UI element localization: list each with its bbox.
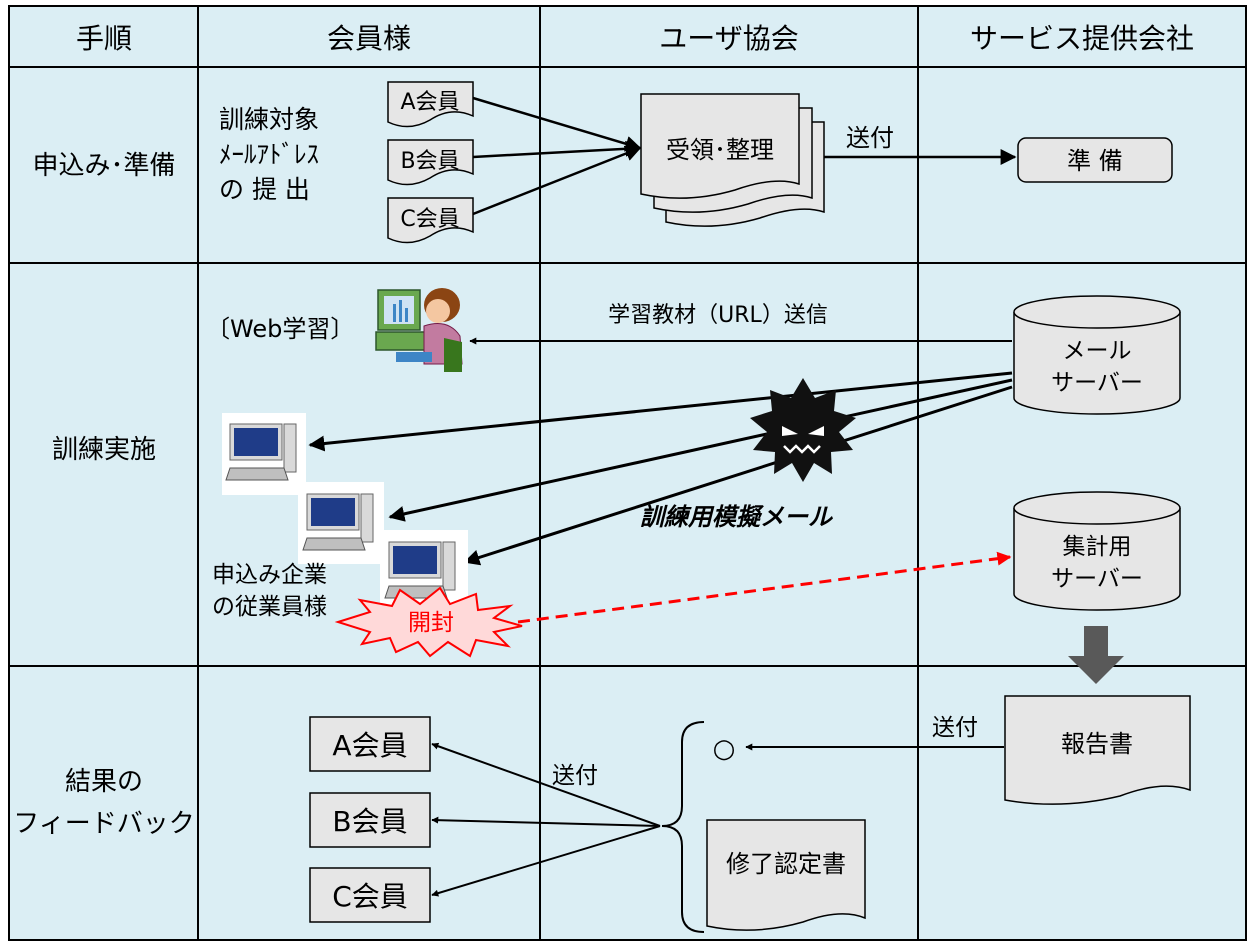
header-provider: サービス提供会社 (970, 22, 1194, 55)
mail-server-label-1: メール (1063, 338, 1132, 364)
header-step: 手順 (76, 22, 132, 55)
tally-server-label-2: サーバー (1051, 566, 1143, 592)
member-c-doc (387, 197, 474, 244)
row-label-feedback-2: フィードバック (13, 809, 194, 839)
web-learning-label: 〔Web学習〕 (206, 315, 354, 343)
mock-mail-label: 訓練用模擬メール (640, 503, 834, 531)
feedback-section: A会員 B会員 C会員 送付 ○ 送付 修了認定書 報告書 (309, 695, 1191, 933)
material-send-label: 学習教材（URL）送信 (608, 303, 828, 328)
opened-label: 開封 (408, 610, 454, 636)
certificate-doc (706, 819, 866, 931)
report-label: 報告書 (1061, 730, 1133, 758)
pc-2 (298, 482, 384, 564)
employees-label-1: 申込み企業 (212, 562, 327, 588)
malware-eye-right (808, 426, 824, 436)
learner-desk (375, 331, 429, 351)
learner-legs (396, 352, 432, 362)
arrow-to-member-b (431, 816, 661, 827)
learner-chair (444, 338, 462, 372)
header-row: 手順 会員様 ユーザ協会 サービス提供会社 (76, 22, 1194, 55)
submit-label-3: の 提 出 (219, 175, 310, 204)
apply-section: 訓練対象 ﾒｰﾙｱﾄﾞﾚｽ の 提 出 A会員 B会員 C会員 受領･整理 送付… (219, 81, 1173, 244)
member-c-label: C会員 (400, 207, 459, 232)
receive-doc-front (640, 93, 800, 199)
row-label-training: 訓練実施 (52, 435, 156, 465)
member-b-doc (387, 139, 474, 186)
arrow-c-to-receive (472, 145, 642, 216)
brace (661, 721, 705, 933)
arrow-to-member-c (431, 825, 661, 897)
table-border (8, 5, 1247, 941)
malware-eye-left (782, 426, 798, 436)
member-a-label: A会員 (400, 90, 459, 115)
tally-server (1013, 508, 1181, 611)
member-b-box-label: B会員 (332, 805, 407, 838)
certificate-label: 修了認定書 (726, 850, 846, 878)
send-label-feedback-right: 送付 (932, 715, 978, 741)
member-c-box-label: C会員 (332, 880, 408, 913)
arrow-mail-to-pc2 (388, 378, 1013, 522)
prepare-box (1017, 137, 1173, 183)
member-a-box-label: A会員 (332, 729, 407, 762)
arrow-to-member-a (431, 742, 661, 827)
member-a-box (309, 716, 431, 772)
mail-server (1013, 312, 1181, 415)
submit-label-1: 訓練対象 (219, 105, 319, 134)
malware-teeth (783, 444, 821, 454)
arrow-opened-to-tally (517, 551, 1012, 624)
malware-icon (750, 378, 856, 482)
arrow-b-to-receive (472, 140, 642, 159)
training-section: 〔Web学習〕 学習教材（URL）送信 メール サーバー (206, 288, 1181, 684)
member-c-box (309, 867, 431, 923)
row-label-apply: 申込み･準備 (32, 151, 175, 181)
arrow-mail-to-pc1 (308, 371, 1013, 452)
prepare-label: 準 備 (1067, 147, 1123, 175)
member-b-box (309, 792, 431, 848)
send-label-feedback-left: 送付 (552, 763, 598, 789)
opened-burst (334, 586, 523, 658)
mail-server-label-2: サーバー (1051, 370, 1143, 396)
header-members: 会員様 (327, 22, 411, 55)
learner-head (426, 299, 450, 323)
tally-server-top (1013, 491, 1181, 525)
web-learner-illustration (375, 288, 463, 372)
mail-server-top (1013, 295, 1181, 329)
receive-label: 受領･整理 (666, 136, 774, 164)
tally-server-label-1: 集計用 (1063, 534, 1132, 560)
pc-1 (222, 413, 306, 495)
submit-label-2: ﾒｰﾙｱﾄﾞﾚｽ (219, 140, 319, 169)
down-arrow-gray (1068, 626, 1124, 684)
arrow-mail-to-pc3 (463, 385, 1013, 566)
report-doc (1004, 695, 1191, 805)
row-label-feedback-1: 結果の (65, 767, 143, 797)
employees-label-2: の従業員様 (212, 594, 327, 620)
arrow-a-to-receive (472, 96, 642, 152)
send-label-row1: 送付 (846, 124, 894, 152)
member-a-doc (387, 81, 474, 128)
circle-mark: ○ (713, 734, 736, 764)
header-association: ユーザ協会 (659, 22, 798, 55)
member-b-label: B会員 (400, 149, 459, 174)
